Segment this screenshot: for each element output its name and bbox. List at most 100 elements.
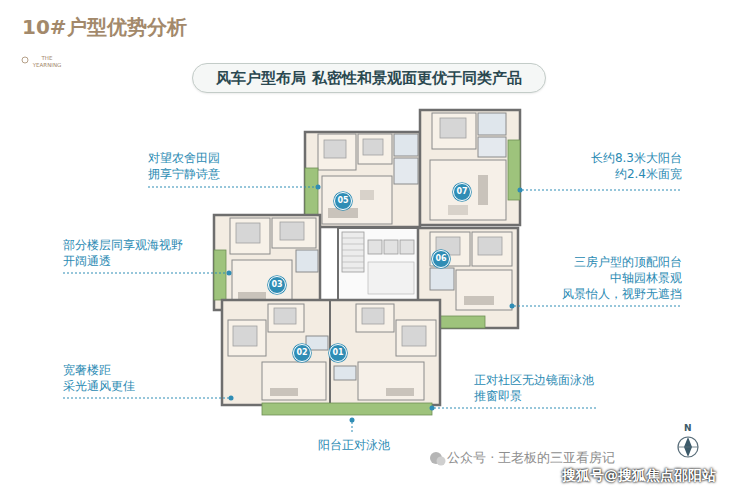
leader-dot	[350, 418, 355, 423]
unit-01-02-plan	[268, 304, 304, 332]
unit-number-badge: 05	[334, 192, 352, 210]
core-plan	[342, 238, 364, 268]
unit-number: 06	[435, 254, 446, 264]
unit-number: 05	[337, 196, 348, 206]
unit-07-plan	[448, 205, 468, 215]
leader-line	[514, 306, 682, 307]
unit-06-plan	[456, 270, 512, 310]
callout-text: 宽奢楼距 采光通风更佳	[63, 362, 155, 394]
unit-number-badge: 02	[293, 344, 311, 362]
leader-line	[352, 422, 353, 433]
unit-01-02-plan	[358, 362, 424, 400]
unit-06-plan	[430, 232, 470, 266]
compass-symbol	[678, 437, 698, 457]
callout-text: 阳台正对泳池	[318, 437, 390, 453]
unit-number: 03	[271, 280, 282, 290]
banner-text: 风车户型布局 私密性和景观面更优于同类产品	[216, 69, 521, 87]
unit-01-02-plan	[262, 362, 326, 400]
unit-01-02-plan	[274, 308, 296, 324]
compass-symbol	[678, 447, 698, 448]
logo-text: THE YEARNING	[30, 55, 64, 69]
unit-05-plan	[305, 132, 420, 227]
unit-01-02-plan	[228, 320, 266, 356]
unit-03-plan	[214, 215, 320, 310]
unit-01-02-plan	[270, 388, 298, 396]
wechat-icon	[430, 452, 446, 466]
unit-01-02-plan	[262, 403, 432, 415]
unit-05-plan	[305, 168, 318, 218]
unit-07-plan	[432, 113, 476, 149]
unit-03-plan	[296, 250, 318, 272]
unit-number-badge: 03	[268, 276, 286, 294]
unit-07-plan	[420, 110, 520, 225]
callout-text: 对望农舍田园 拥享宁静诗意	[148, 150, 232, 182]
core-plan	[368, 240, 382, 254]
callout-text: 部分楼层同享观海视野 开阔通透	[63, 237, 195, 269]
unit-03-plan	[230, 218, 270, 254]
unit-01-02-plan	[396, 320, 436, 356]
leader-line	[63, 398, 229, 399]
unit-03-plan	[232, 260, 292, 304]
core-plan	[338, 228, 418, 300]
leader-line	[148, 187, 316, 188]
leader-dot	[430, 406, 435, 411]
logo-mark	[22, 57, 28, 63]
unit-number: 02	[296, 348, 307, 358]
leader-line	[63, 187, 682, 433]
unit-05-plan	[363, 139, 383, 155]
leader-line	[434, 408, 596, 409]
unit-01-02-plan	[222, 300, 440, 415]
leader-dot	[229, 396, 234, 401]
headline-banner: 风车户型布局 私密性和景观面更优于同类产品	[192, 63, 546, 93]
unit-number-badge: 07	[453, 183, 471, 201]
unit-05-plan	[324, 140, 346, 158]
leader-dot	[518, 188, 523, 193]
unit-number: 01	[332, 348, 343, 358]
unit-05-plan	[305, 132, 420, 227]
unit-05-plan	[360, 190, 374, 200]
unit-07-plan	[478, 175, 488, 205]
unit-01-02-plan	[362, 308, 384, 324]
unit-06-plan	[478, 237, 502, 255]
unit-07-plan	[430, 160, 506, 220]
leader-dot	[227, 271, 232, 276]
unit-03-plan	[236, 223, 260, 243]
core-plan	[400, 240, 414, 254]
unit-06-plan	[464, 296, 494, 305]
leader-line	[522, 190, 682, 191]
unit-03-plan	[272, 218, 316, 248]
unit-07-plan	[440, 118, 466, 138]
unit-05-plan	[322, 176, 392, 224]
unit-01-02-plan	[356, 304, 394, 332]
unit-number-badge: 06	[432, 250, 450, 268]
page-title: 10#户型优势分析	[22, 14, 187, 41]
unit-05-plan	[394, 134, 418, 156]
leader-dot	[316, 185, 321, 190]
unit-03-plan	[214, 215, 320, 310]
leader-dot	[510, 304, 515, 309]
core-plan	[338, 228, 418, 300]
callout-text: 三房户型的顶配阳台 中轴园林景观 风景怡人，视野无遮挡	[554, 254, 682, 302]
watermark: 搜狐号@搜狐焦点邵阳站	[562, 467, 716, 484]
compass-symbol	[678, 437, 698, 457]
unit-07-plan	[478, 113, 506, 135]
unit-05-plan	[358, 134, 392, 164]
core-plan	[342, 232, 364, 272]
unit-05-plan	[394, 158, 418, 184]
logo-mark	[22, 57, 28, 63]
core-plan	[368, 262, 414, 294]
unit-06-plan	[430, 268, 454, 290]
unit-number-badge: 01	[329, 344, 347, 362]
unit-07-plan	[420, 110, 520, 225]
unit-01-02-plan	[402, 326, 426, 346]
core-plan	[384, 240, 398, 254]
unit-05-plan	[318, 134, 356, 170]
callout-text: 正对社区无边镜面泳池 推窗即景	[474, 372, 606, 404]
leader-line	[63, 273, 227, 274]
watermark: 公众号 · 王老板的三亚看房记	[447, 451, 615, 465]
unit-01-02-plan	[386, 388, 414, 396]
wechat-icon	[437, 457, 446, 466]
callout-text: 长约8.3米大阳台 约2.4米面宽	[566, 150, 682, 182]
compass-label: N	[684, 423, 692, 434]
unit-01-02-plan	[233, 326, 257, 346]
